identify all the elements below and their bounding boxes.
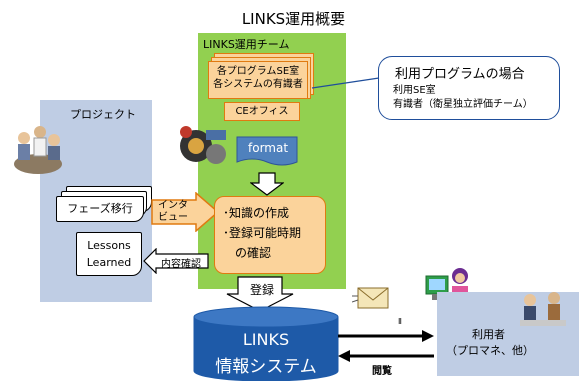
interview-label: インタ ビュー <box>158 200 188 224</box>
down-arrow-format <box>250 172 284 196</box>
register-arrow <box>226 276 294 312</box>
callout-line1: 利用SE室 <box>393 85 436 96</box>
content-check-arrow <box>143 248 209 274</box>
process-line3: の確認 <box>223 246 272 260</box>
callout-heading: 利用プログラムの場合 <box>395 67 525 82</box>
lessons-line2: Learned <box>86 256 132 269</box>
ce-office-box: CEオフィス <box>224 102 300 121</box>
process-line2: ･登録可能時期 <box>223 226 302 240</box>
tools-clipart-icon <box>180 126 226 164</box>
se-room-line2: 各システムの有識者 <box>213 79 303 90</box>
email-icon <box>352 287 389 309</box>
process-line1: ･知識の作成 <box>223 206 290 220</box>
meeting-people-icon <box>14 126 62 174</box>
content-check-label: 内容確認 <box>161 259 201 270</box>
usage-program-callout: 利用プログラムの場合 利用SE室 有識者（衛星独立評価チーム） <box>378 56 560 120</box>
lessons-line1: Lessons <box>87 239 131 252</box>
links-database-cylinder <box>193 306 339 381</box>
computer-user-icon <box>425 268 468 306</box>
se-room-line1: 各プログラムSE室 <box>216 66 300 77</box>
small-mark: Ⅱ <box>398 317 402 326</box>
links-system-line1: LINKS <box>242 330 290 349</box>
user-label-line2: （プロマネ、他） <box>446 344 534 357</box>
format-label: format <box>248 141 289 155</box>
knowledge-creation-box: ･知識の作成 ･登録可能時期 の確認 <box>214 196 326 274</box>
operations-team-title: LINKS運用チーム <box>203 38 290 51</box>
register-label: 登録 <box>250 283 275 297</box>
format-document-shape <box>236 136 298 166</box>
interview-line2: ビュー <box>158 212 188 223</box>
users-meeting-icon <box>520 292 566 326</box>
browse-label: 閲覧 <box>372 366 392 377</box>
project-label: プロジェクト <box>70 108 136 121</box>
user-label-line1: 利用者 <box>472 328 505 341</box>
data-flow-arrows <box>338 330 434 362</box>
lessons-learned-doc: Lessons Learned <box>76 232 142 276</box>
links-system-line2: 情報システム <box>215 357 317 377</box>
diagram-title: LINKS運用概要 <box>241 10 346 28</box>
callout-pointer <box>311 77 380 89</box>
interview-arrow <box>151 192 220 232</box>
phase-transition-doc: フェーズ移行 <box>56 196 144 222</box>
callout-line2: 有識者（衛星独立評価チーム） <box>393 99 533 110</box>
interview-line1: インタ <box>158 200 188 211</box>
se-room-box: 各プログラムSE室 各システムの有識者 <box>208 61 308 99</box>
